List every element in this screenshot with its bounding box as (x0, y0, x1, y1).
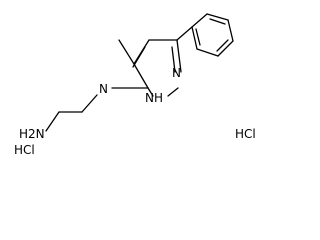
propyl-chain (45, 94, 98, 132)
ring-double-c5-c4 (132, 46, 146, 68)
phenyl-inner-bond-2 (216, 39, 229, 52)
phenyl-bond-6 (191, 26, 198, 50)
terminal-amine-label: H2N (19, 127, 45, 141)
amine-n-label: N (99, 82, 108, 96)
phenyl-pyridazine-bond (176, 26, 193, 41)
phenyl-inner-bond-3 (195, 28, 201, 46)
pyridazine-ring (132, 39, 182, 97)
ring-n-label: N (172, 66, 181, 80)
phenyl-bond-4 (217, 40, 234, 57)
phenyl-ring (191, 13, 234, 57)
structure-canvas: N N NH H2N HCl HCl (14, 13, 256, 157)
phenyl-bond-5 (196, 48, 219, 57)
phenyl-inner-bond-1 (209, 18, 226, 25)
hcl-left-label: HCl (14, 143, 35, 157)
ring-nh-label: NH (145, 91, 163, 105)
chain-bond-3 (45, 111, 60, 132)
phenyl-bond-3 (227, 19, 234, 42)
phenyl-bond-2 (206, 13, 229, 21)
phenyl-bond-1 (191, 13, 208, 28)
chain-bond-1 (81, 94, 98, 113)
ring-bond-c3-n2 (147, 87, 154, 97)
methyl-bond (118, 39, 135, 65)
ring-bond-n1-c6 (176, 39, 182, 73)
ring-double-c6-n1 (171, 46, 176, 73)
ring-bond-c4-c3 (133, 63, 149, 89)
hcl-right-label: HCl (235, 127, 256, 141)
ring-bond-n1-n2 (167, 87, 179, 97)
